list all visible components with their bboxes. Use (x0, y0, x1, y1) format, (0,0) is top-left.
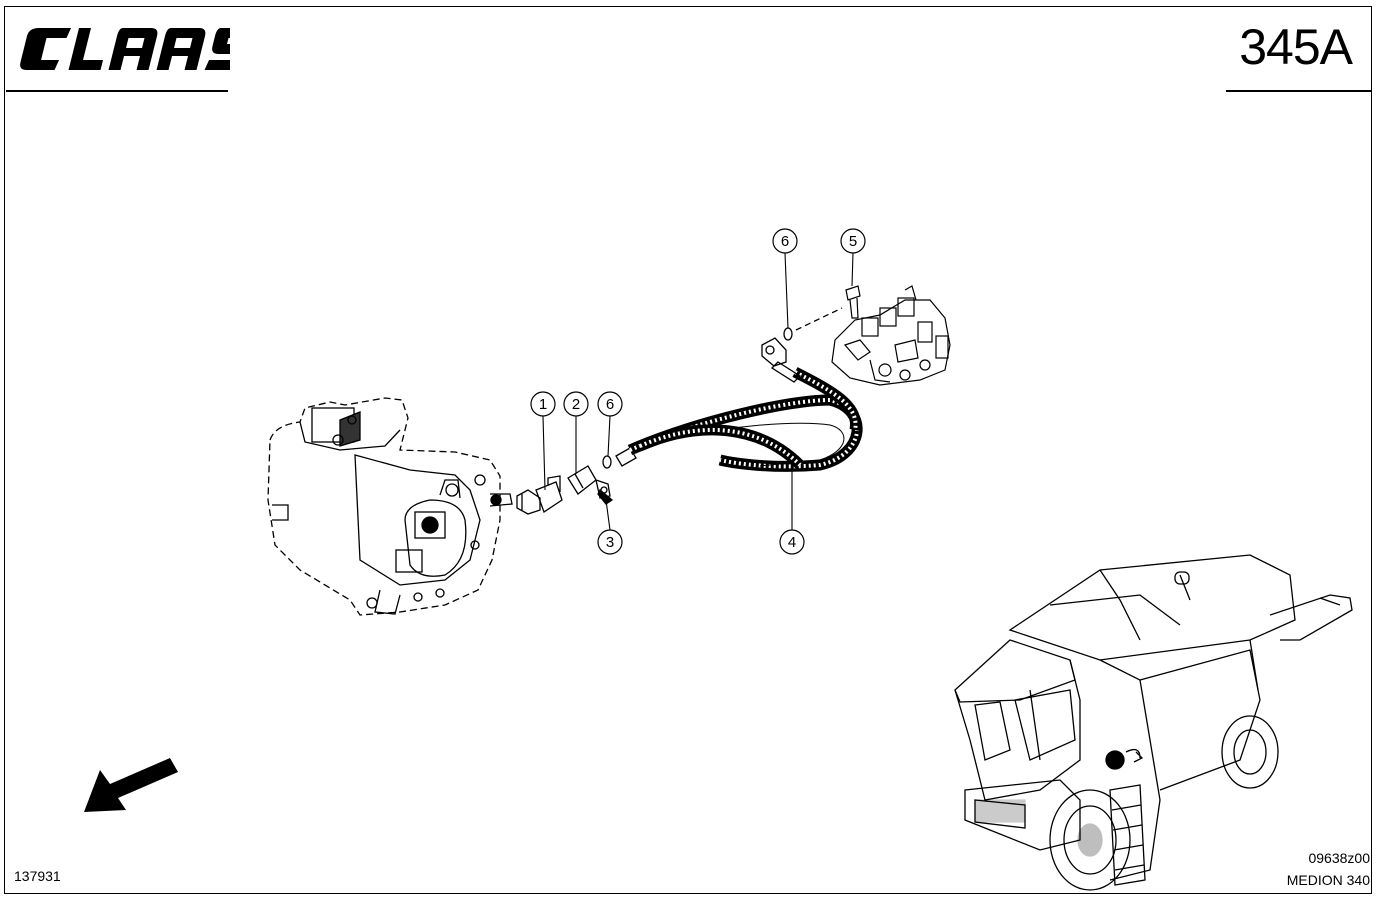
svg-text:2: 2 (572, 396, 580, 413)
model-name: MEDION 340 (1286, 872, 1370, 888)
combine-harvester-illustration (954, 554, 1353, 891)
sheet-number: 137931 (14, 868, 61, 884)
svg-text:4: 4 (788, 534, 796, 551)
page-code: 345A (1239, 19, 1353, 75)
hydraulic-hose (627, 367, 863, 472)
header-rule-right (1226, 90, 1372, 92)
callout-6-upper: 6 (772, 228, 798, 254)
svg-text:1: 1 (539, 396, 547, 413)
callout-2: 2 (563, 391, 589, 417)
svg-text:6: 6 (781, 233, 789, 250)
callout-5: 5 (840, 228, 866, 254)
callout-1: 1 (530, 391, 556, 417)
svg-text:6: 6 (606, 396, 614, 413)
drawing-code: 09638z00 (1308, 850, 1370, 866)
fittings-assembly (516, 447, 637, 515)
hydraulic-pump-illustration (267, 397, 513, 616)
claas-logo (20, 28, 230, 70)
header-rule-left (6, 90, 228, 92)
callout-6-lower: 6 (597, 391, 623, 417)
svg-text:3: 3 (606, 534, 614, 551)
svg-text:5: 5 (849, 233, 857, 250)
hose-end-fitting (761, 307, 843, 383)
callout-3: 3 (597, 529, 623, 555)
control-valve-block-illustration (831, 285, 951, 386)
arrow-down-left-icon (84, 758, 178, 812)
callout-leaders (542, 252, 854, 531)
drawing-frame (4, 6, 1372, 894)
callout-4: 4 (779, 529, 805, 555)
